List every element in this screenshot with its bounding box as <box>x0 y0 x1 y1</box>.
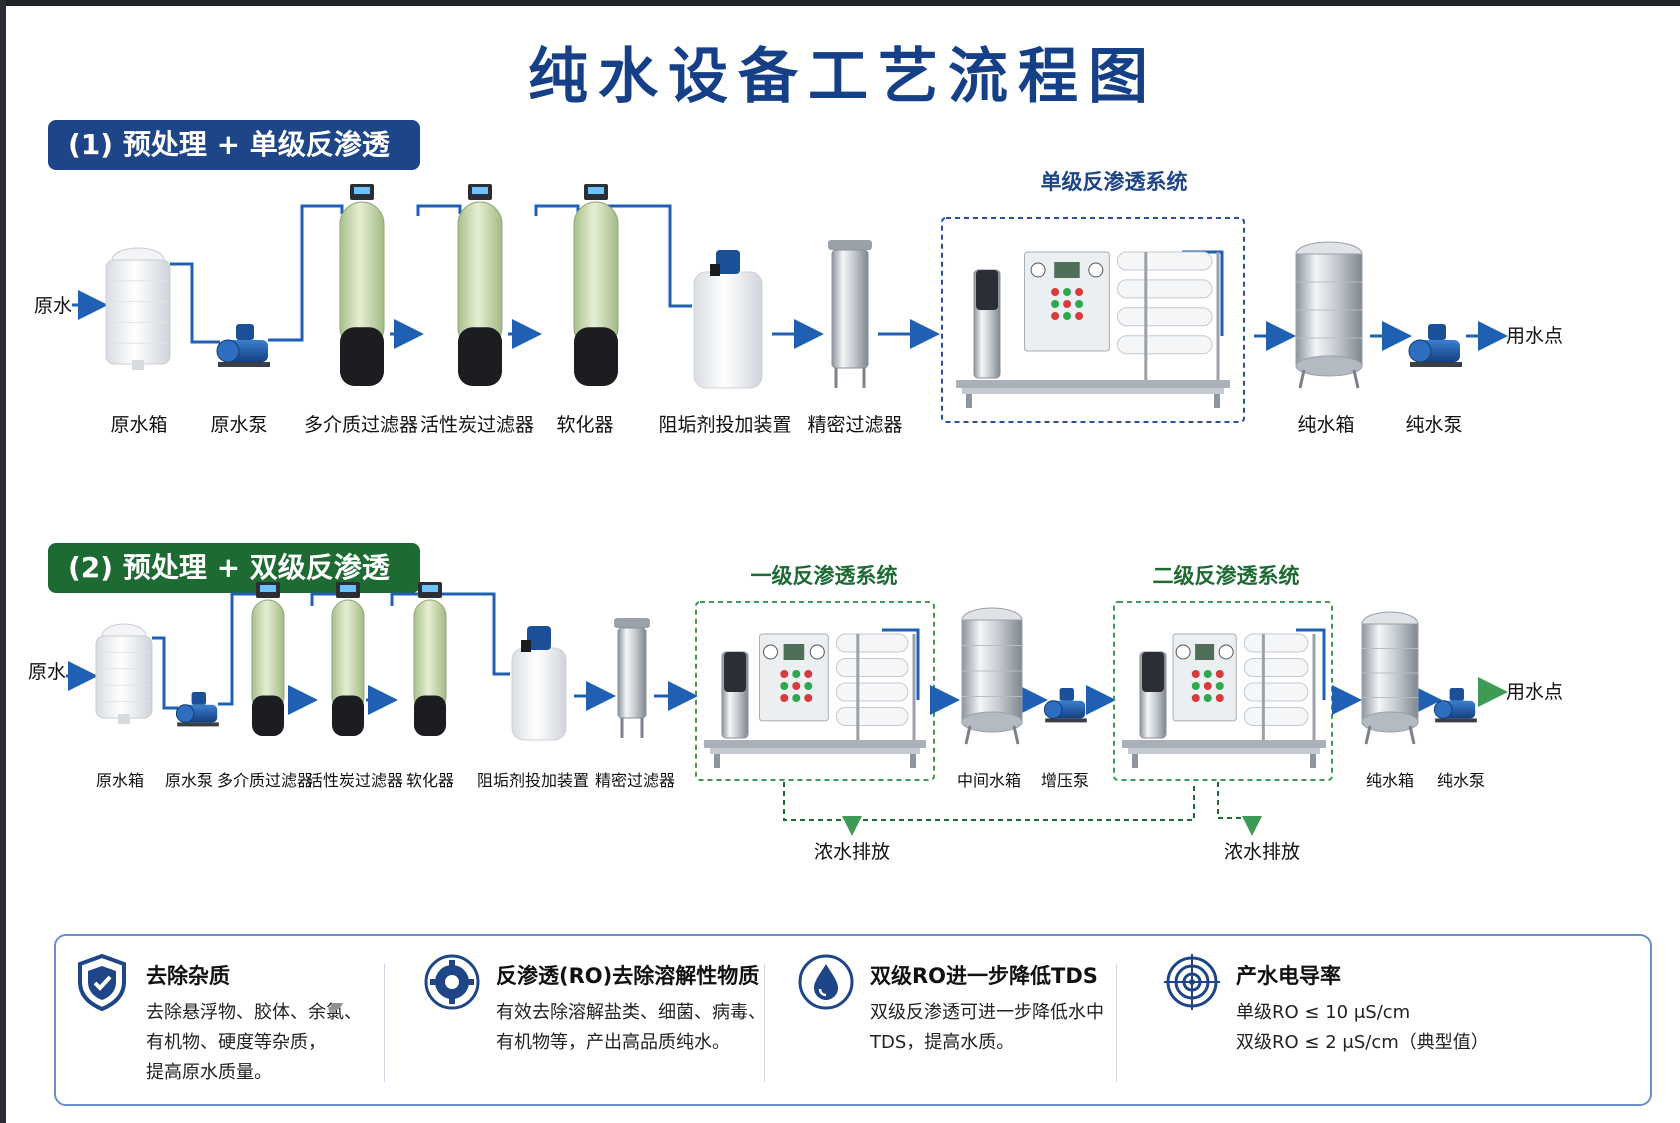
pipe <box>1296 628 1326 700</box>
precision-filter <box>614 618 650 738</box>
feature-item: 反渗透(RO)去除溶解性物质 有效去除溶解盐类、细菌、病毒、 有机物等，产出高品… <box>406 936 806 1104</box>
pipe <box>170 262 220 344</box>
flow-arrow <box>1478 677 1508 707</box>
pipe <box>434 592 510 676</box>
filter-vessel <box>251 582 285 736</box>
feature-title: 双级RO进一步降低TDS <box>870 964 1098 988</box>
pipe <box>268 204 344 342</box>
feature-description: 双级反渗透可进一步降低水中 TDS，提高水质。 <box>870 1002 1104 1053</box>
equipment-label: 多介质过滤器 <box>217 771 313 790</box>
target-icon <box>1164 954 1220 1010</box>
equipment-label: 精密过滤器 <box>595 771 675 790</box>
filter-vessel <box>573 184 619 386</box>
equipment-label: 精密过滤器 <box>807 414 902 436</box>
pump <box>1433 688 1477 723</box>
equipment-label: 纯水箱 <box>1366 771 1414 790</box>
feature-divider <box>1116 964 1117 1082</box>
system-label: 单级反渗透系统 <box>1041 170 1188 194</box>
inlet-label: 原水 <box>28 661 66 683</box>
equipment-label: 中间水箱 <box>957 771 1021 790</box>
features-panel: 去除杂质 去除悬浮物、胶体、余氯、 有机物、硬度等杂质， 提高原水质量。 反渗透… <box>54 934 1652 1106</box>
filter-vessel <box>413 582 447 736</box>
feature-title: 反渗透(RO)去除溶解性物质 <box>496 964 760 988</box>
ro-unit <box>956 251 1230 408</box>
pipe <box>596 204 692 308</box>
filter-vessel <box>457 184 503 386</box>
equipment-label: 增压泵 <box>1041 771 1089 790</box>
pipe <box>534 204 580 216</box>
pump <box>175 692 219 727</box>
outlet-label: 用水点 <box>1506 325 1563 347</box>
outlet-label: 用水点 <box>1506 681 1563 703</box>
ro-unit <box>1122 633 1326 768</box>
pump <box>1043 688 1087 723</box>
equipment-label: 纯水泵 <box>1405 414 1462 436</box>
equipment-label: 软化器 <box>406 771 454 790</box>
process-flow-diagram: 原水单级反渗透系统用水点原水箱原水泵多介质过滤器活性炭过滤器软化器阻垢剂投加装置… <box>28 170 1563 863</box>
raw-water-tank <box>105 247 171 370</box>
drain-label: 浓水排放 <box>814 841 890 863</box>
system-label: 二级反渗透系统 <box>1153 564 1300 588</box>
equipment-label: 软化器 <box>556 414 613 436</box>
feature-item: 产水电导率 单级RO ≤ 10 μS/cm 双级RO ≤ 2 μS/cm（典型值… <box>1146 936 1626 1104</box>
section1-badge: (1) 预处理 + 单级反渗透 <box>48 120 420 170</box>
filter-vessel <box>331 582 365 736</box>
pipe <box>218 592 256 706</box>
stainless-water-tank <box>961 607 1023 745</box>
diagram-canvas: 纯水设备工艺流程图 (1) 预处理 + 单级反渗透 (2) 预处理 + 双级反渗… <box>6 6 1680 1123</box>
feature-item: 双级RO进一步降低TDS 双级反渗透可进一步降低水中 TDS，提高水质。 <box>780 936 1160 1104</box>
equipment-label: 多介质过滤器 <box>304 414 418 436</box>
feature-description: 有效去除溶解盐类、细菌、病毒、 有机物等，产出高品质纯水。 <box>496 1002 766 1053</box>
equipment-label: 纯水泵 <box>1437 771 1485 790</box>
pipe <box>882 628 920 700</box>
pump <box>216 324 270 367</box>
equipment-label: 活性炭过滤器 <box>420 414 534 436</box>
filter-vessel <box>339 184 385 386</box>
feature-divider <box>764 964 765 1082</box>
water-drop-icon <box>798 954 854 1010</box>
page-title: 纯水设备工艺流程图 <box>528 42 1158 112</box>
equipment-label: 原水箱 <box>96 771 144 790</box>
equipment-label: 阻垢剂投加装置 <box>658 414 791 436</box>
stainless-water-tank <box>1295 241 1363 389</box>
ro-unit <box>704 633 926 768</box>
feature-title: 产水电导率 <box>1236 964 1341 988</box>
concentrate-drain-line <box>783 782 1195 821</box>
pipe <box>416 204 462 216</box>
system-label: 一级反渗透系统 <box>751 564 898 588</box>
equipment-label: 原水箱 <box>110 414 167 436</box>
equipment-label: 原水泵 <box>165 771 213 790</box>
pipe <box>390 592 418 606</box>
ro-system-frame <box>941 217 1245 423</box>
feature-description: 单级RO ≤ 10 μS/cm 双级RO ≤ 2 μS/cm（典型值） <box>1236 1002 1489 1053</box>
stainless-water-tank <box>1361 611 1419 745</box>
window-left-edge <box>0 0 6 1123</box>
inlet-label: 原水 <box>34 295 72 317</box>
pump <box>1408 324 1462 367</box>
gear-icon <box>424 954 480 1010</box>
raw-water-tank <box>95 623 153 724</box>
antiscalant-dosing-unit <box>693 250 763 389</box>
ro-system-frame <box>695 601 935 781</box>
feature-title: 去除杂质 <box>146 964 230 988</box>
feature-item: 去除杂质 去除悬浮物、胶体、余氯、 有机物、硬度等杂质， 提高原水质量。 <box>56 936 436 1104</box>
equipment-label: 活性炭过滤器 <box>307 771 403 790</box>
shield-icon <box>78 953 126 1012</box>
drain-label: 浓水排放 <box>1224 841 1300 863</box>
equipment-label: 阻垢剂投加装置 <box>477 771 589 790</box>
drain-arrow <box>1217 782 1262 836</box>
window-top-edge <box>0 0 1680 6</box>
equipment-label: 纯水箱 <box>1297 414 1354 436</box>
antiscalant-dosing-unit <box>511 626 567 741</box>
pipe <box>152 636 178 710</box>
feature-divider <box>384 964 385 1082</box>
feature-description: 去除悬浮物、胶体、余氯、 有机物、硬度等杂质， 提高原水质量。 <box>146 1002 362 1083</box>
pipe <box>310 592 336 606</box>
equipment-label: 原水泵 <box>210 414 267 436</box>
precision-filter <box>828 240 872 388</box>
